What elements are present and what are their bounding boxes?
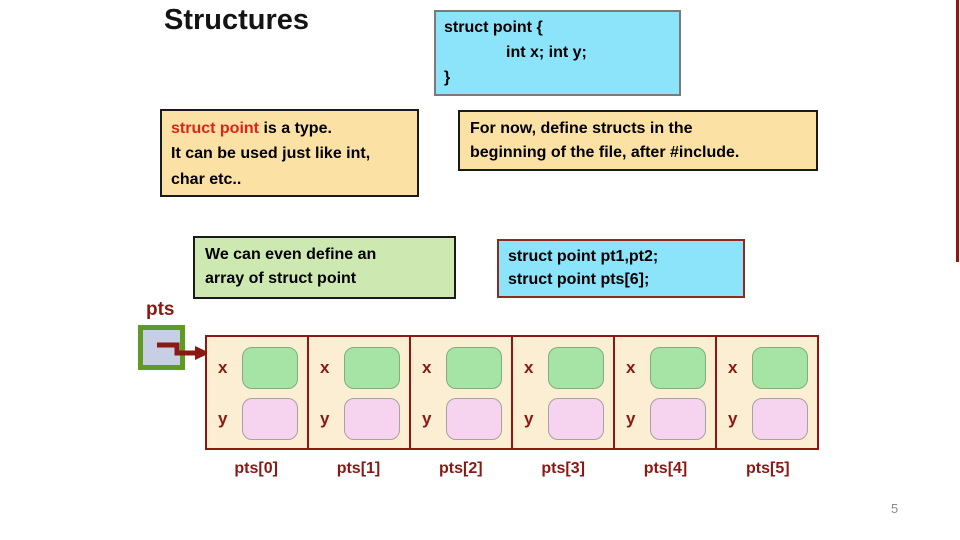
note-define-structs: For now, define structs in the beginning… [458, 110, 818, 171]
field-y-slot [548, 398, 604, 440]
field-y-slot [242, 398, 298, 440]
pointer-arrow-icon [157, 342, 210, 360]
array-index-label-4: pts[4] [643, 460, 688, 477]
field-y-label: y [320, 409, 330, 428]
field-y-label: y [422, 409, 432, 428]
field-y-label: y [728, 409, 738, 428]
array-index-label-0: pts[0] [234, 460, 278, 477]
field-y-slot [650, 398, 706, 440]
field-x-slot [752, 347, 808, 389]
note-type-line-2: It can be used just like int, [171, 145, 371, 163]
field-x-label: x [728, 358, 738, 377]
field-x-slot [650, 347, 706, 389]
right-edge-accent-bar [956, 0, 959, 262]
page-number: 5 [891, 501, 899, 516]
note-type-line-3: char etc.. [171, 170, 242, 188]
code-line-3: } [444, 68, 451, 86]
field-x-slot [242, 347, 298, 389]
array-index-label-2: pts[2] [439, 460, 483, 477]
array-cell-0: x y [207, 337, 309, 448]
note-struct-is-a-type: struct point is a type. It can be used j… [160, 109, 419, 197]
code-line-1: struct point { [444, 19, 543, 36]
pointer-variable-label: pts [146, 299, 175, 320]
array-cell-3: x y [513, 337, 615, 448]
field-x-slot [344, 347, 400, 389]
array-index-label-5: pts[5] [746, 460, 790, 477]
field-y-label: y [218, 409, 228, 428]
struct-definition-code-box: struct point { int x; int y; } [434, 10, 681, 96]
array-index-label-3: pts[3] [541, 460, 585, 477]
struct-array-diagram: x y x y x y x y x y x y [205, 335, 819, 450]
field-x-label: x [626, 358, 636, 377]
field-x-slot [548, 347, 604, 389]
array-cell-4: x y [615, 337, 717, 448]
struct-point-keyword: struct point [171, 120, 259, 137]
field-x-label: x [320, 358, 330, 377]
array-cell-2: x y [411, 337, 513, 448]
note-array-line-1: We can even define an [205, 246, 377, 263]
array-index-labels: pts[0] pts[1] pts[2] pts[3] pts[4] pts[5… [205, 460, 819, 478]
field-y-slot [752, 398, 808, 440]
note-define-line-2: beginning of the file, after #include. [470, 144, 740, 161]
note-type-line-1: struct point is a type. [171, 120, 332, 137]
field-x-label: x [524, 358, 534, 377]
note-define-line-1: For now, define structs in the [470, 120, 693, 137]
slide-title: Structures [164, 4, 310, 36]
note-array-of-struct: We can even define an array of struct po… [193, 236, 456, 299]
decl-line-1: struct point pt1,pt2; [508, 248, 659, 265]
note-array-line-2: array of struct point [205, 270, 357, 287]
declaration-code-box: struct point pt1,pt2; struct point pts[6… [497, 239, 745, 298]
code-line-2: int x; int y; [506, 43, 587, 61]
array-cell-5: x y [717, 337, 817, 448]
array-index-label-1: pts[1] [336, 460, 381, 477]
field-y-label: y [626, 409, 636, 428]
decl-line-2: struct point pts[6]; [508, 271, 650, 289]
field-x-label: x [422, 358, 432, 377]
array-cell-1: x y [309, 337, 411, 448]
field-y-slot [344, 398, 400, 440]
field-y-label: y [524, 409, 534, 428]
field-x-label: x [218, 358, 228, 377]
field-y-slot [446, 398, 502, 440]
field-x-slot [446, 347, 502, 389]
